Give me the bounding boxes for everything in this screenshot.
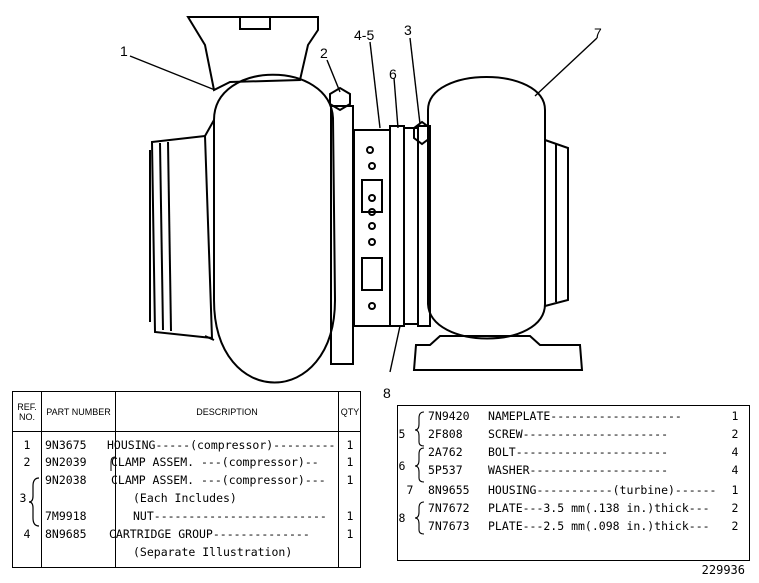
desc-cell: CLAMP ASSEM. ---(compressor)-- bbox=[111, 455, 319, 469]
compressor-housing bbox=[213, 73, 337, 384]
ref-cell: 2 bbox=[23, 455, 31, 469]
qty-cell: 2 bbox=[731, 427, 739, 441]
ref-cell: 7 bbox=[406, 483, 414, 497]
clamp-nut bbox=[329, 86, 351, 112]
desc-cell: (Each Includes) bbox=[133, 491, 237, 505]
ref-cell: 1 bbox=[23, 438, 31, 452]
qty-cell: 4 bbox=[731, 445, 739, 459]
qty-cell: 1 bbox=[731, 409, 739, 423]
part-cell: 7N9420 bbox=[428, 409, 470, 423]
part-cell: 2F808 bbox=[428, 427, 463, 441]
qty-cell: 2 bbox=[731, 501, 739, 515]
desc-cell: CLAMP ASSEM. ---(compressor)--- bbox=[111, 473, 326, 487]
part-cell: 7N7673 bbox=[428, 519, 470, 533]
qty-cell: 1 bbox=[346, 473, 354, 487]
part-cell: 9N2039 bbox=[45, 455, 87, 469]
callout-7: 7 bbox=[594, 25, 602, 41]
qty-cell: 1 bbox=[346, 455, 354, 469]
callout-2: 2 bbox=[320, 45, 328, 61]
qty-cell: 1 bbox=[346, 527, 354, 541]
qty-cell: 1 bbox=[346, 509, 354, 523]
qty-cell: 1 bbox=[731, 483, 739, 497]
turbine-plate bbox=[389, 125, 405, 327]
parts-table-left: REF. NO. PART NUMBER DESCRIPTION QTY 1 9… bbox=[12, 391, 361, 568]
compressor-inlet bbox=[150, 134, 214, 340]
group-brace bbox=[110, 456, 116, 471]
part-cell: 8N9655 bbox=[428, 483, 470, 497]
desc-cell: CARTRIDGE GROUP-------------- bbox=[109, 527, 310, 541]
callout-3: 3 bbox=[404, 22, 412, 38]
ref-cell: 8 bbox=[398, 511, 406, 525]
qty-cell: 2 bbox=[731, 519, 739, 533]
header-description: DESCRIPTION bbox=[116, 392, 338, 432]
callout-8: 8 bbox=[383, 385, 391, 400]
figure-number: 229936 bbox=[701, 563, 745, 577]
desc-cell: HOUSING-----(compressor)--------- bbox=[107, 438, 336, 452]
part-cell: 5P537 bbox=[428, 463, 463, 477]
part-cell: 9N3675 bbox=[45, 438, 87, 452]
desc-cell: SCREW--------------------- bbox=[488, 427, 669, 441]
turbine-housing bbox=[427, 76, 546, 340]
group-brace bbox=[28, 477, 40, 527]
outlet-tab bbox=[239, 16, 271, 30]
group-braces bbox=[414, 411, 425, 535]
desc-cell: BOLT---------------------- bbox=[488, 445, 669, 459]
ref-cell: 3 bbox=[19, 491, 27, 505]
qty-cell: 1 bbox=[346, 438, 354, 452]
part-cell: 9N2038 bbox=[45, 473, 87, 487]
part-cell: 2A762 bbox=[428, 445, 463, 459]
desc-cell: PLATE---3.5 mm(.138 in.)thick--- bbox=[488, 501, 710, 515]
desc-cell: PLATE---2.5 mm(.098 in.)thick--- bbox=[488, 519, 710, 533]
header-qty: QTY bbox=[339, 392, 361, 432]
ref-cell: 4 bbox=[23, 527, 31, 541]
callout-4-5: 4-5 bbox=[354, 27, 374, 43]
ref-cell: 6 bbox=[398, 459, 406, 473]
turbocharger-illustration: 1 2 4-5 3 6 7 8 bbox=[120, 16, 602, 400]
part-cell: 8N9685 bbox=[45, 527, 87, 541]
qty-cell: 4 bbox=[731, 463, 739, 477]
desc-cell: (Separate Illustration) bbox=[133, 545, 293, 559]
ref-cell: 5 bbox=[398, 427, 406, 441]
turbine-clamp bbox=[417, 125, 431, 327]
header-part-number: PART NUMBER bbox=[42, 392, 115, 432]
part-cell: 7N7672 bbox=[428, 501, 470, 515]
turbine-base-flange bbox=[412, 335, 584, 371]
desc-cell: NAMEPLATE------------------- bbox=[488, 409, 682, 423]
callout-1: 1 bbox=[120, 43, 128, 59]
parts-table-right: 7N9420 NAMEPLATE------------------- 1 5 … bbox=[397, 405, 750, 561]
desc-cell: WASHER-------------------- bbox=[488, 463, 669, 477]
header-ref-no: REF. NO. bbox=[13, 392, 41, 432]
desc-cell: HOUSING-----------(turbine)------ bbox=[488, 483, 717, 497]
part-cell: 7M9918 bbox=[45, 509, 87, 523]
turbine-clamp-nut bbox=[413, 120, 431, 146]
desc-cell: NUT------------------------- bbox=[133, 509, 327, 523]
callout-6: 6 bbox=[389, 66, 397, 82]
